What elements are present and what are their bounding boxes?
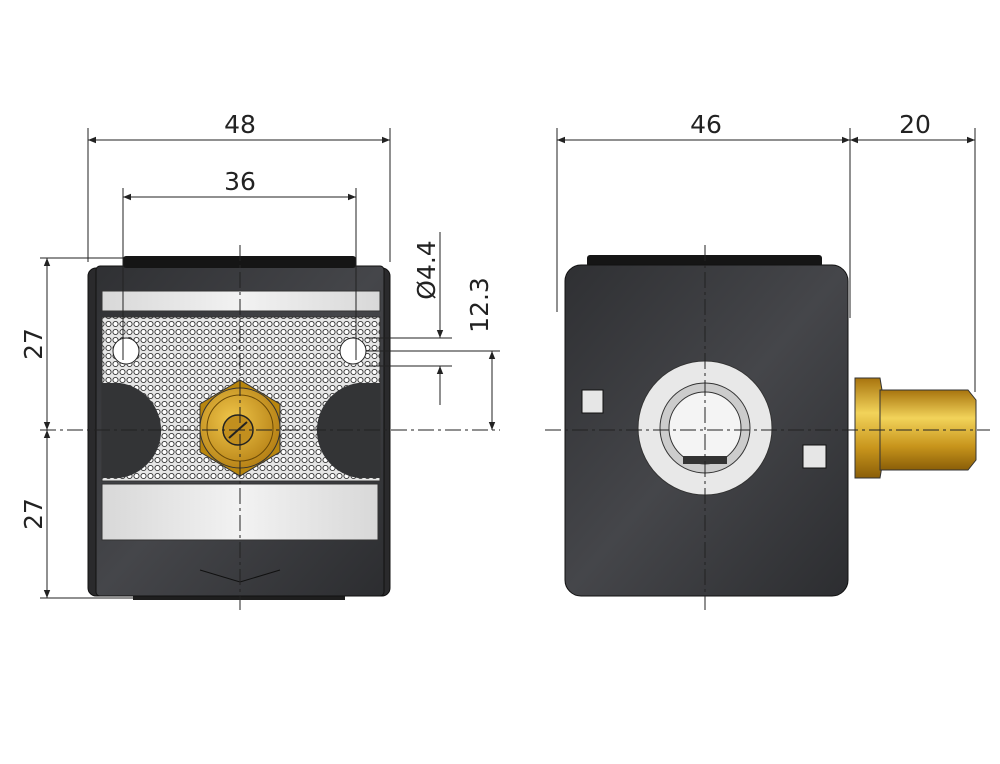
dim-hole-offset: 12.3 xyxy=(465,277,494,333)
top-cap xyxy=(123,256,356,268)
fitting-hex xyxy=(854,377,883,479)
dim-fitting-length: 20 xyxy=(899,110,931,139)
square-marker-right xyxy=(802,444,827,469)
mounting-hole-right xyxy=(339,337,367,365)
dim-hole-diameter: Ø4.4 xyxy=(412,240,441,299)
front-view xyxy=(87,256,391,600)
dim-lower-height: 27 xyxy=(19,498,48,530)
dim-hole-spacing: 36 xyxy=(224,167,256,196)
mounting-hole-left xyxy=(112,337,140,365)
square-marker-left xyxy=(581,389,604,414)
upper-panel xyxy=(101,290,381,312)
side-view xyxy=(564,255,977,597)
dim-upper-height: 27 xyxy=(19,328,48,360)
dim-front-width: 48 xyxy=(224,110,256,139)
front-dimensions: 48 36 27 27 Ø4.4 12.3 xyxy=(19,110,500,599)
side-dimensions: 46 20 xyxy=(556,110,976,392)
dim-side-width: 46 xyxy=(690,110,722,139)
